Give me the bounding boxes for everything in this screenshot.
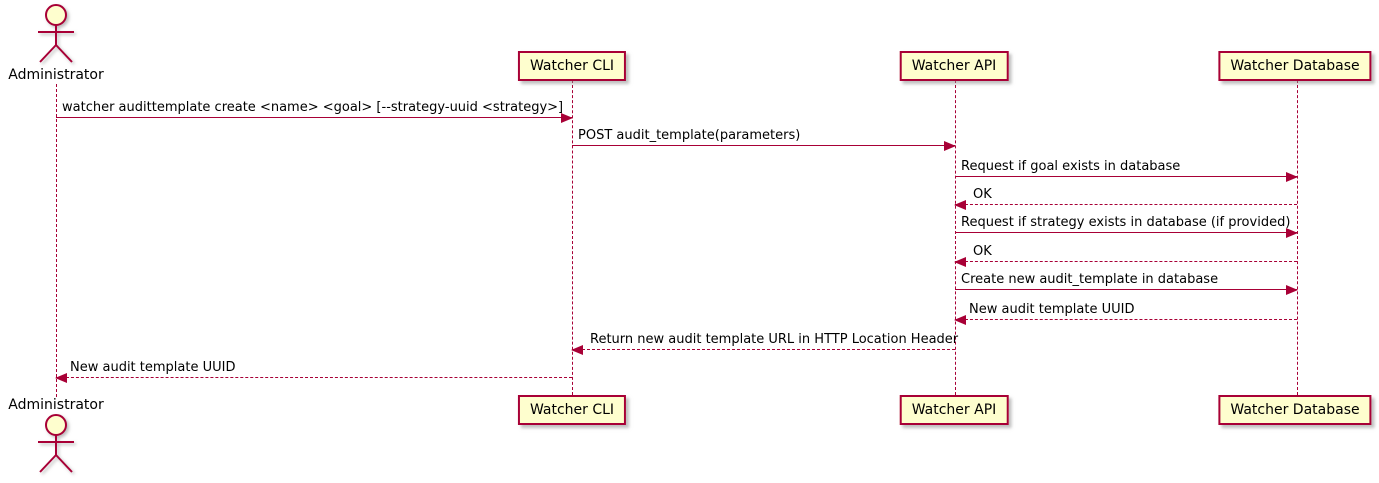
message-6-label: OK xyxy=(973,244,992,259)
message-4-label: OK xyxy=(973,187,992,202)
arrowhead-right-icon xyxy=(1286,285,1298,295)
message-3-label: Request if goal exists in database xyxy=(961,159,1181,174)
message-1-label: watcher audittemplate create <name> <goa… xyxy=(62,100,564,115)
message-8-label: New audit template UUID xyxy=(969,302,1135,317)
lifeline-administrator xyxy=(56,84,57,397)
lifeline-watcher-cli xyxy=(572,80,573,395)
message-7-label: Create new audit_template in database xyxy=(961,272,1219,287)
participant-watcher-cli-top: Watcher CLI xyxy=(517,51,627,81)
participant-watcher-database-top: Watcher Database xyxy=(1218,51,1372,81)
arrowhead-left-icon xyxy=(55,373,67,383)
actor-icon xyxy=(38,414,74,473)
participant-watcher-cli-bottom: Watcher CLI xyxy=(517,395,627,425)
arrowhead-left-icon xyxy=(571,345,583,355)
arrowhead-left-icon xyxy=(954,200,966,210)
message-2-label: POST audit_template(parameters) xyxy=(578,128,801,143)
actor-icon xyxy=(38,4,74,63)
arrowhead-right-icon xyxy=(944,141,956,151)
arrowhead-right-icon xyxy=(561,113,573,123)
arrowhead-left-icon xyxy=(954,315,966,325)
message-9-label: Return new audit template URL in HTTP Lo… xyxy=(590,332,959,347)
message-10-label: New audit template UUID xyxy=(70,360,236,375)
message-5-label: Request if strategy exists in database (… xyxy=(961,215,1291,230)
actor-label-administrator-top: Administrator xyxy=(8,67,104,83)
arrowhead-right-icon xyxy=(1286,172,1298,182)
arrowhead-left-icon xyxy=(954,257,966,267)
arrowhead-right-icon xyxy=(1286,228,1298,238)
participant-watcher-api-bottom: Watcher API xyxy=(899,395,1009,425)
participant-watcher-api-top: Watcher API xyxy=(899,51,1009,81)
actor-label-administrator-bottom: Administrator xyxy=(8,397,104,413)
lifeline-watcher-api xyxy=(955,80,956,395)
participant-watcher-database-bottom: Watcher Database xyxy=(1218,395,1372,425)
